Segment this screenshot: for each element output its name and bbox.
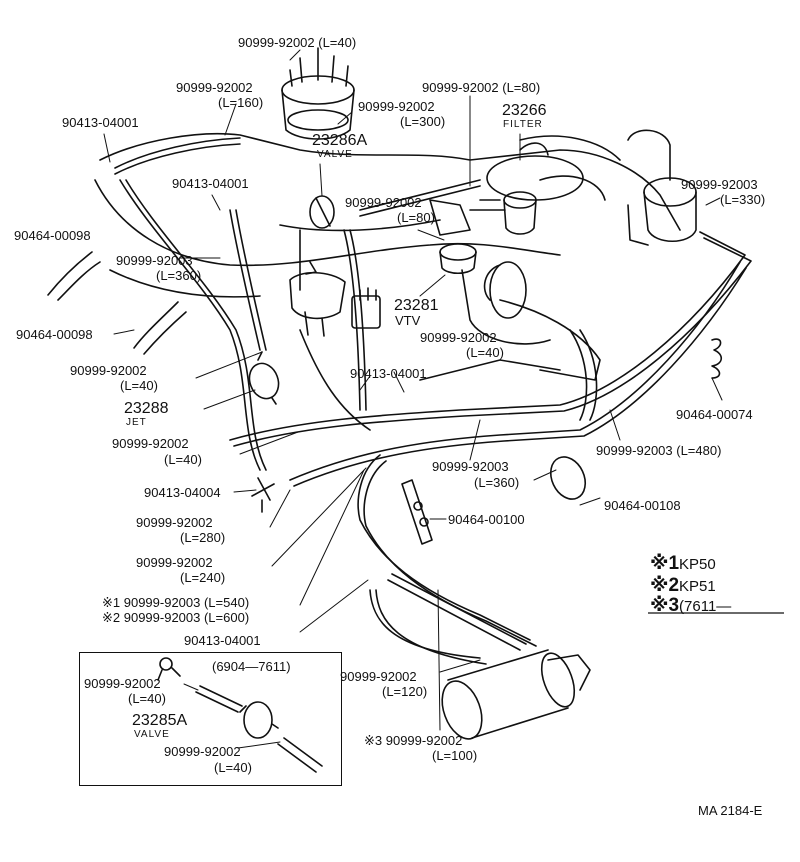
distributor-cap-shape xyxy=(281,47,355,140)
vacuum-advance-shape xyxy=(289,261,346,337)
label-hose-360b-part: 90999-92003 xyxy=(432,459,509,474)
right-diaphragm-shape xyxy=(627,129,697,246)
label-hose-360b-len: (L=360) xyxy=(474,475,520,490)
legend-text-1: KP50 xyxy=(679,556,716,573)
clip-98-shapes xyxy=(47,251,187,355)
label-jet-name: JET xyxy=(126,417,147,428)
label-clamp-bottom: 90413-04001 xyxy=(184,633,261,648)
legend-mark-3: ※3 xyxy=(650,595,680,616)
intake-manifold-shape xyxy=(94,132,681,381)
label-clip-74: 90464-00074 xyxy=(676,407,753,422)
label-hose-40-jet-part: 90999-92002 xyxy=(70,363,147,378)
label-hose-120-part: 90999-92002 xyxy=(340,669,417,684)
label-hose-280-len: (L=280) xyxy=(180,530,226,545)
label-hose-330-part: 90999-92003 xyxy=(681,177,758,192)
label-hose-300-part: 90999-92002 xyxy=(358,99,435,114)
legend-mark-2: ※2 xyxy=(650,575,680,596)
label-inset-title: (6904—7611) xyxy=(212,659,291,674)
ring-clip-shape xyxy=(549,456,587,500)
label-filter-name: FILTER xyxy=(503,119,543,130)
label-hose-160-len: (L=160) xyxy=(218,95,264,110)
leader-lines xyxy=(103,49,723,749)
label-hose-80-mid-len: (L=80) xyxy=(397,210,435,225)
legend-mark-1: ※1 xyxy=(650,553,680,574)
actuator-shape xyxy=(483,261,527,319)
legend-row-2: ※2KP51 xyxy=(650,574,716,597)
label-vtv-part: 23281 xyxy=(394,297,439,314)
tee-shape xyxy=(251,477,275,513)
label-hose-280-part: 90999-92002 xyxy=(136,515,213,530)
clip-74-shape xyxy=(711,338,723,379)
label-hose-160-part: 90999-92002 xyxy=(176,80,253,95)
label-hose-80-mid-part: 90999-92002 xyxy=(345,195,422,210)
label-hose-40-low-len: (L=40) xyxy=(164,452,202,467)
legend-text-3: (7611— xyxy=(679,598,732,615)
label-hose-120-len: (L=120) xyxy=(382,684,428,699)
clip-100-shape xyxy=(401,479,433,545)
label-hose-330-len: (L=330) xyxy=(720,192,766,207)
label-vtv-name: VTV xyxy=(395,313,421,328)
label-inset-hose1-len: (L=40) xyxy=(128,691,166,706)
label-hose-360-part: 90999-92003 xyxy=(116,253,193,268)
legend-row-1: ※1KP50 xyxy=(650,552,716,575)
hose-lines xyxy=(114,137,752,665)
label-inset-valve-part: 23285A xyxy=(132,712,188,729)
label-hose-100-part: ※3 90999-92002 xyxy=(364,733,463,748)
label-hose-300-len: (L=300) xyxy=(400,114,446,129)
filter-23266-shape xyxy=(486,142,584,235)
label-hose-240-len: (L=240) xyxy=(180,570,226,585)
label-inset-hose2-part: 90999-92002 xyxy=(164,744,241,759)
label-tee-4: 90413-04004 xyxy=(144,485,221,500)
label-clamp-left: 90413-04001 xyxy=(172,176,249,191)
label-hose-40-jet-len: (L=40) xyxy=(120,378,158,393)
label-clip-108: 90464-00108 xyxy=(604,498,681,513)
label-hose-480: 90999-92003 (L=480) xyxy=(596,443,722,458)
diagram-id: MA 2184-E xyxy=(698,803,763,818)
jet-23288-shape xyxy=(248,351,280,405)
valve-23286a-shape xyxy=(309,195,335,229)
label-hose-40-vtv-part: 90999-92002 xyxy=(420,330,497,345)
label-hose-40-vtv-len: (L=40) xyxy=(466,345,504,360)
label-hose-100-len: (L=100) xyxy=(432,748,478,763)
label-jet-part: 23288 xyxy=(124,400,169,417)
label-hose-240-part: 90999-92002 xyxy=(136,555,213,570)
label-valve-part: 23286A xyxy=(312,132,368,149)
label-clamp-mid: 90413-04001 xyxy=(350,366,427,381)
label-hose-40-top: 90999-92002 (L=40) xyxy=(238,35,357,50)
label-inset-hose1-part: 90999-92002 xyxy=(84,676,161,691)
label-hose-40-low-part: 90999-92002 xyxy=(112,436,189,451)
label-clip-98-a: 90464-00098 xyxy=(14,228,91,243)
inset-parts xyxy=(157,657,323,773)
label-hose-600: ※2 90999-92003 (L=600) xyxy=(102,610,250,625)
label-hose-80-top: 90999-92002 (L=80) xyxy=(422,80,541,95)
label-inset-valve-name: VALVE xyxy=(134,729,170,740)
inset-box xyxy=(79,652,342,786)
label-hose-360-len: (L=360) xyxy=(156,268,202,283)
canister-shape xyxy=(441,649,591,740)
legend-text-2: KP51 xyxy=(679,578,716,595)
label-valve-name: VALVE xyxy=(317,149,353,160)
label-hose-540: ※1 90999-92003 (L=540) xyxy=(102,595,250,610)
label-filter-part: 23266 xyxy=(502,102,547,119)
label-clip-98-b: 90464-00098 xyxy=(16,327,93,342)
label-inset-hose2-len: (L=40) xyxy=(214,760,252,775)
label-valve-clamp-top: 90413-04001 xyxy=(62,115,139,130)
legend-row-3: ※3(7611— xyxy=(650,594,731,617)
vtv-shape xyxy=(439,243,477,275)
label-clip-100: 90464-00100 xyxy=(448,512,525,527)
